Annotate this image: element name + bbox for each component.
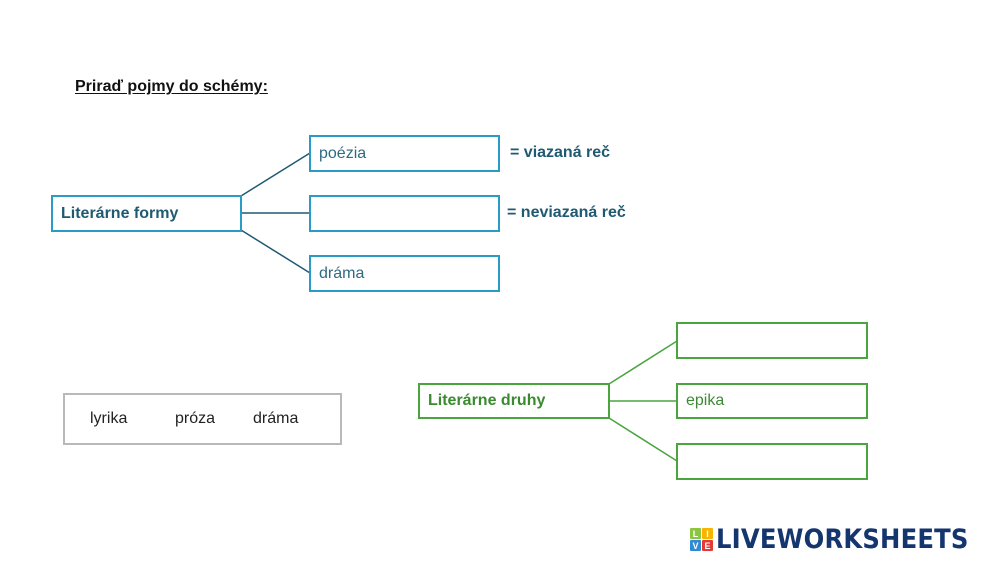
liveworksheets-logo: L I V E LIVEWORKSHEETS [690,524,997,555]
forms-branch-3-box[interactable] [309,255,500,292]
forms-branch-3-input[interactable] [319,257,498,290]
genres-branch-1-box[interactable] [676,322,868,359]
genres-root-box: Literárne druhy [418,383,610,419]
instruction-title: Priraď pojmy do schémy: [75,78,268,95]
forms-branch-1-input[interactable] [319,137,498,170]
genres-branch-3-input[interactable] [686,445,866,478]
live-logo-icon: L I V E [690,528,713,551]
forms-branch-1-note: = viazaná reč [510,144,611,161]
genres-branch-1-input[interactable] [686,324,866,357]
connector-genres-bottom [608,417,678,462]
logo-text: LIVEWORKSHEETS [716,524,969,555]
word-bank-item[interactable]: dráma [253,410,299,427]
connector-forms-top [240,152,311,197]
logo-letter-v: V [690,540,701,551]
forms-root-label: Literárne formy [61,204,179,222]
logo-letter-l: L [690,528,701,539]
forms-branch-2-input[interactable] [319,197,498,230]
word-bank-item[interactable]: lyrika [90,410,128,427]
logo-letter-e: E [702,540,713,551]
genres-root-label: Literárne druhy [428,392,546,409]
genres-branch-2-box[interactable] [676,383,868,419]
forms-branch-1-box[interactable] [309,135,500,172]
forms-branch-2-box[interactable] [309,195,500,232]
genres-branch-3-box[interactable] [676,443,868,480]
connector-genres-top [608,340,678,385]
forms-branch-2-note: = neviazaná reč [507,204,626,221]
word-bank: lyrika próza dráma [63,393,342,445]
forms-root-box: Literárne formy [51,195,242,232]
genres-branch-2-input[interactable] [686,385,866,417]
word-bank-item[interactable]: próza [175,410,216,427]
logo-letter-i: I [702,528,713,539]
connector-forms-bottom [240,229,311,274]
